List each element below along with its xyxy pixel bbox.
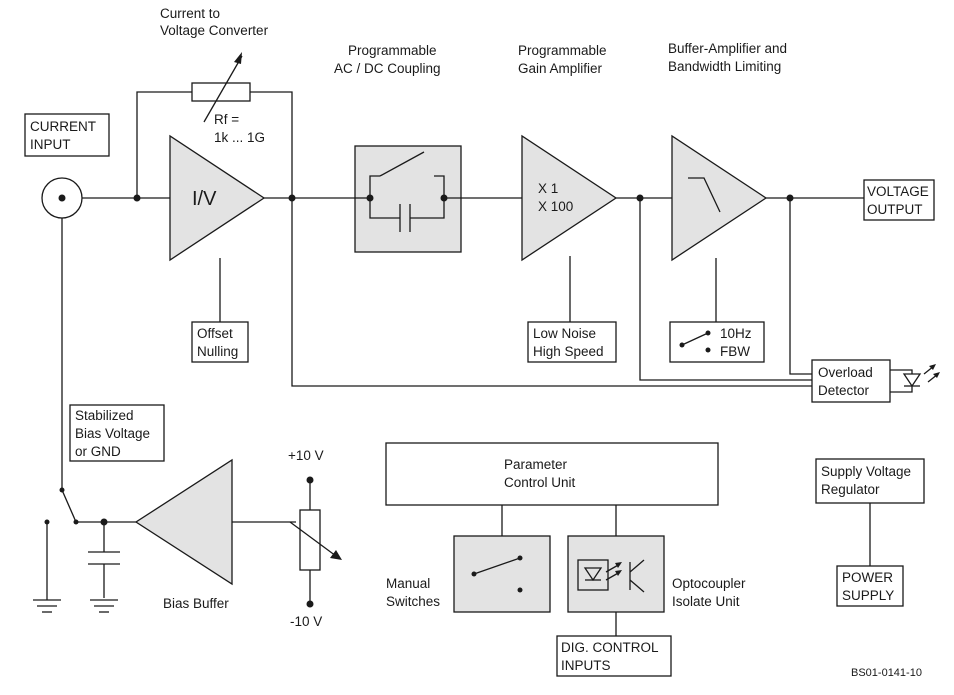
iv-title-line1: Current to [160, 6, 220, 21]
offset-line2: Nulling [197, 344, 238, 359]
gain-title-line1: Programmable [518, 43, 607, 58]
digital-control-inputs-box: DIG. CONTROL INPUTS [556, 635, 672, 677]
param-unit-line1: Parameter [504, 457, 568, 472]
optocoupler-block [567, 535, 665, 613]
bias-voltage-line1: Stabilized [75, 408, 134, 423]
ac-dc-coupling-block [354, 145, 462, 253]
led-indicator-icon [890, 364, 940, 393]
gain-title-line2: Gain Amplifier [518, 61, 603, 76]
power-supply-line1: POWER [842, 570, 893, 585]
ground-symbol-icon [33, 590, 61, 613]
supply-reg-line1: Supply Voltage [821, 464, 911, 479]
low-noise-box: Low Noise High Speed [527, 321, 617, 363]
voltage-output-box: VOLTAGE OUTPUT [863, 179, 935, 221]
supply-reg-line2: Regulator [821, 482, 880, 497]
bias-selector-switch[interactable] [44, 487, 79, 591]
iv-amplifier: I/V [169, 134, 266, 262]
bandwidth-10hz: 10Hz [720, 326, 752, 341]
rf-label-line1: Rf = [214, 112, 239, 127]
supply-regulator-box: Supply Voltage Regulator [815, 458, 925, 504]
coupling-title-line1: Programmable [348, 43, 437, 58]
low-noise-line2: High Speed [533, 344, 604, 359]
manual-switches-line1: Manual [386, 576, 430, 591]
feedback-resistor [191, 52, 251, 123]
gain-x1-label: X 1 [538, 181, 558, 196]
optocoupler-line1: Optocoupler [672, 576, 746, 591]
voltage-output-line2: OUTPUT [867, 202, 923, 217]
document-id: BS01-0141-10 [851, 667, 922, 679]
optocoupler-line2: Isolate Unit [672, 594, 740, 609]
junction-dot [288, 194, 296, 202]
dig-control-line1: DIG. CONTROL [561, 640, 659, 655]
buffer-title-line1: Buffer-Amplifier and [668, 41, 787, 56]
gain-x100-label: X 100 [538, 199, 573, 214]
overload-line1: Overload [818, 365, 873, 380]
bias-potentiometer[interactable] [289, 476, 342, 608]
current-input-label: CURRENT INPUT [24, 113, 110, 157]
bias-capacitor [88, 522, 120, 598]
param-unit-line2: Control Unit [504, 475, 576, 490]
coupling-title-line2: AC / DC Coupling [334, 61, 441, 76]
iv-amplifier-label: I/V [192, 188, 217, 210]
iv-title-line2: Voltage Converter [160, 23, 269, 38]
buffer-amplifier [671, 134, 768, 262]
manual-switches-line2: Switches [386, 594, 440, 609]
overload-detector-box: Overload Detector [811, 359, 891, 403]
plus-10v-label: +10 V [288, 448, 324, 463]
power-supply-box: POWER SUPPLY [836, 565, 904, 607]
bias-voltage-box: Stabilized Bias Voltage or GND [69, 404, 165, 462]
bias-buffer-amplifier [134, 458, 233, 586]
ground-symbol-icon [90, 599, 118, 613]
signal-wires [61, 91, 864, 490]
offset-nulling-box: Offset Nulling [191, 321, 249, 363]
offset-line1: Offset [197, 326, 233, 341]
junction-dot [133, 194, 141, 202]
manual-switches-block[interactable] [453, 535, 551, 613]
bias-buffer-label: Bias Buffer [163, 596, 229, 611]
voltage-output-line1: VOLTAGE [867, 184, 929, 199]
dig-control-line2: INPUTS [561, 658, 611, 673]
bias-voltage-line2: Bias Voltage [75, 426, 150, 441]
current-input-connector[interactable] [41, 177, 83, 219]
bandwidth-fbw: FBW [720, 344, 750, 359]
junction-dot [636, 194, 644, 202]
buffer-title-line2: Bandwidth Limiting [668, 59, 781, 74]
overload-line2: Detector [818, 383, 870, 398]
junction-dot [786, 194, 794, 202]
parameter-control-unit: Parameter Control Unit [385, 442, 719, 506]
rf-label-line2: 1k ... 1G [214, 130, 265, 145]
bandwidth-switch-box[interactable]: 10Hz FBW [669, 321, 765, 363]
minus-10v-label: -10 V [290, 614, 322, 629]
low-noise-line1: Low Noise [533, 326, 596, 341]
bias-voltage-line3: or GND [75, 444, 121, 459]
current-input-line2: INPUT [30, 137, 71, 152]
current-input-line1: CURRENT [30, 119, 96, 134]
power-supply-line2: SUPPLY [842, 588, 894, 603]
gain-amplifier: X 1 X 100 [521, 134, 618, 262]
